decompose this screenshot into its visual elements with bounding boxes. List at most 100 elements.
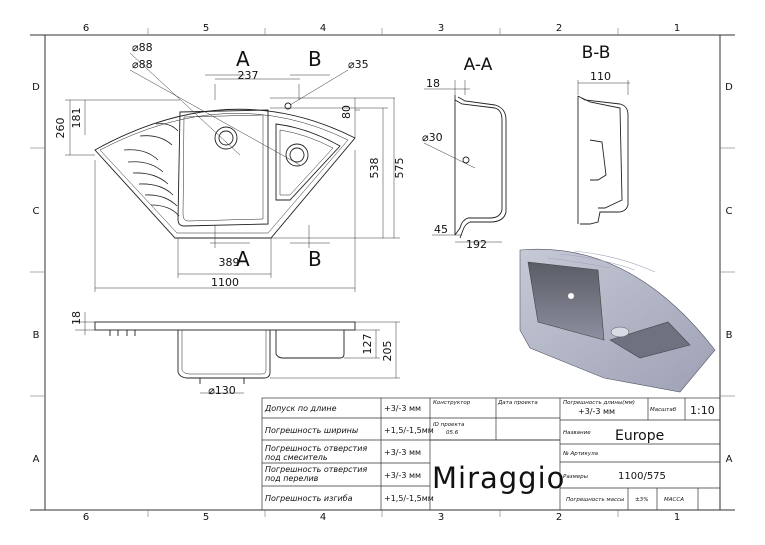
zone-col-4-bottom: 4 [320, 512, 326, 523]
dim-diam-35: ⌀35 [348, 58, 369, 71]
zone-col-5-top: 5 [203, 23, 209, 34]
main-bowl-inner [182, 114, 264, 222]
tb-mass-error-label: Погрешность массы [566, 497, 625, 503]
secondary-drain-inner [289, 147, 305, 163]
zone-row-d-right: D [725, 82, 733, 93]
zone-row-a-right: A [726, 454, 733, 465]
tb-scale-value: 1:10 [690, 404, 715, 417]
dim-front-18: 18 [70, 311, 83, 325]
dim-diam-88-b: ⌀88 [132, 58, 153, 71]
tb-row-label-mixer-1: Погрешность отверстия [265, 444, 367, 453]
zone-row-c-left: C [33, 206, 40, 217]
tb-project-id-label: ID проекта [433, 422, 465, 428]
main-bowl [177, 109, 269, 227]
section-aa-leaders [423, 80, 502, 243]
dim-diam-88-a: ⌀88 [132, 41, 153, 54]
tb-length-error-label: Погрешность длины(мм) [563, 400, 635, 406]
section-bb-view [577, 95, 629, 225]
tb-scale-label: Масштаб [650, 407, 677, 413]
tb-name-label: Название [563, 430, 591, 436]
tb-row-label-width: Погрешность ширины [265, 426, 358, 435]
dim-front-diam-130: ⌀130 [208, 384, 236, 397]
zone-row-b-left: B [33, 330, 40, 341]
dim-237: 237 [238, 69, 259, 82]
tb-row-value-bend: +1,5/-1,5мм [384, 494, 434, 503]
zone-col-3-top: 3 [438, 23, 444, 34]
zone-col-6-bottom: 6 [83, 512, 89, 523]
tb-length-error-value: +3/-3 мм [578, 407, 615, 416]
main-drain-outer [214, 126, 238, 150]
zone-col-5-bottom: 5 [203, 512, 209, 523]
tb-constructor-label: Конструктор [433, 400, 471, 406]
top-view [94, 102, 356, 239]
dim-1100: 1100 [211, 276, 239, 289]
section-marker-b-top: B [308, 47, 322, 71]
dim-389: 389 [219, 256, 240, 269]
tb-mass-label: МАССА [664, 497, 684, 503]
section-bb-leaders [577, 80, 630, 95]
zone-row-b-right: B [726, 330, 733, 341]
dim-575: 575 [393, 158, 406, 179]
section-marker-b-bottom: B [308, 247, 322, 271]
title-block [261, 397, 721, 511]
zone-col-1-top: 1 [674, 23, 680, 34]
zone-col-2-bottom: 2 [556, 512, 562, 523]
dim-front-205: 205 [381, 341, 394, 362]
tb-row-value-mixer: +3/-3 мм [384, 448, 421, 457]
zone-ticks [30, 28, 735, 517]
tb-project-id-value: 05.6 [446, 430, 459, 436]
tb-row-label-overflow-1: Погрешность отверстия [265, 465, 367, 474]
top-view-leaders [65, 52, 400, 292]
tb-row-value-length: +3/-3 мм [384, 404, 421, 413]
front-view [94, 321, 356, 384]
dim-front-127: 127 [361, 334, 374, 355]
zone-row-a-left: A [33, 454, 40, 465]
tb-row-label-length: Допуск по длине [264, 404, 337, 413]
front-view-leaders [75, 312, 400, 394]
dim-538: 538 [368, 158, 381, 179]
zone-row-c-right: C [726, 206, 733, 217]
overflow-hole [284, 102, 292, 110]
main-drain-inner [218, 130, 234, 146]
dim-bb-110: 110 [590, 70, 611, 83]
zone-col-3-bottom: 3 [438, 512, 444, 523]
tb-date-label: Дата проекта [497, 400, 538, 406]
sink-3d-render [519, 248, 716, 393]
section-aa-view [454, 95, 507, 239]
dim-aa-192: 192 [466, 238, 487, 251]
brand-name: Miraggio [432, 461, 565, 495]
dim-80: 80 [340, 105, 353, 119]
zone-row-d-left: D [32, 82, 40, 93]
tb-row-label-bend: Погрешность изгиба [265, 494, 353, 503]
secondary-drain-outer [285, 143, 309, 167]
tb-mass-error-value: ±3% [635, 497, 648, 503]
secondary-bowl-inner [279, 129, 334, 196]
dim-aa-18: 18 [426, 77, 440, 90]
tb-row-value-overflow: +3/-3 мм [384, 471, 421, 480]
section-aa-title: A-A [464, 55, 493, 75]
tb-name-value: Europe [615, 428, 664, 444]
tb-row-label-overflow-2: под перелив [265, 474, 319, 483]
section-bb-title: B-B [582, 43, 611, 63]
zone-col-1-bottom: 1 [674, 512, 680, 523]
dim-aa-45: 45 [434, 223, 448, 236]
dim-aa-diam-30: ⌀30 [422, 131, 443, 144]
section-marker-a-top: A [236, 47, 250, 71]
zone-col-4-top: 4 [320, 23, 326, 34]
zone-col-6-top: 6 [83, 23, 89, 34]
sink-outline [94, 108, 356, 239]
sink-rim [99, 113, 349, 234]
tb-row-value-width: +1,5/-1,5мм [384, 426, 434, 435]
tb-row-label-mixer-2: под смеситель [265, 453, 328, 462]
section-marker-a-bottom: A [236, 247, 250, 271]
dim-260: 260 [54, 118, 67, 139]
secondary-bowl [275, 123, 341, 201]
zone-col-2-top: 2 [556, 23, 562, 34]
tb-size-label: Размеры [563, 474, 589, 480]
tb-article-label: № Артикула [562, 451, 599, 457]
drainboard-grooves [123, 123, 180, 217]
dim-181: 181 [70, 108, 83, 129]
tb-size-value: 1100/575 [618, 471, 666, 482]
